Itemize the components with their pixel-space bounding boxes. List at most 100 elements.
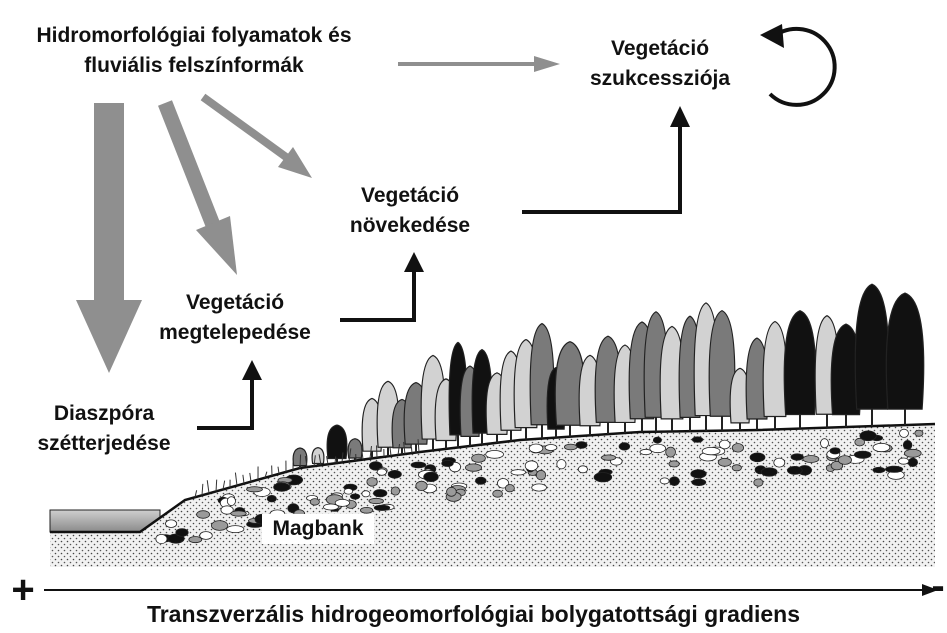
hydro-to-succession-arrow xyxy=(398,56,560,72)
pebble xyxy=(536,470,545,480)
pebble xyxy=(650,444,666,453)
pebble xyxy=(821,439,829,448)
hydro-to-dispersal-arrow xyxy=(76,103,142,373)
tree-crown xyxy=(855,284,888,409)
pebble xyxy=(493,490,503,497)
pebble xyxy=(227,497,235,506)
pebble xyxy=(860,431,876,441)
pebble xyxy=(908,458,918,466)
pebble xyxy=(335,499,349,506)
herb xyxy=(411,447,412,453)
cycle-icon xyxy=(760,24,835,105)
pebble xyxy=(176,529,188,537)
pebble xyxy=(360,507,372,513)
pebble xyxy=(197,511,210,519)
seedbank-label: Magbank xyxy=(262,514,374,544)
pebble xyxy=(211,521,227,531)
pebble xyxy=(388,470,401,478)
pebble xyxy=(350,494,359,499)
pebble xyxy=(803,456,819,463)
gradient-axis xyxy=(44,584,938,596)
pebble xyxy=(601,455,615,460)
pebble xyxy=(505,485,514,492)
pebble xyxy=(915,430,923,436)
pebble xyxy=(274,483,290,491)
pebble xyxy=(576,442,587,449)
pebble xyxy=(718,458,731,466)
pebble xyxy=(564,444,577,450)
pebble xyxy=(640,449,652,454)
pebble xyxy=(900,429,909,437)
establishment-label: Vegetáció megtelepedése xyxy=(150,288,320,348)
pebble xyxy=(885,466,902,472)
pebble xyxy=(791,454,803,460)
pebble xyxy=(465,464,481,471)
pebble xyxy=(692,479,706,486)
pebble xyxy=(702,447,720,454)
herb xyxy=(207,480,209,493)
pebble xyxy=(267,495,276,502)
growth-to-succession-arrow xyxy=(522,106,690,212)
pebble xyxy=(754,479,763,486)
pebble xyxy=(247,487,263,492)
pebble xyxy=(231,511,247,516)
dispersal-label: Diaszpóra szétterjedése xyxy=(24,399,184,459)
pebble xyxy=(692,437,702,443)
tree xyxy=(763,321,787,429)
pebble xyxy=(761,468,777,476)
tree-crown xyxy=(784,311,816,415)
pebble xyxy=(830,448,840,454)
hydro-processes-label: Hidromorfológiai folyamatok és fluviális… xyxy=(4,21,384,81)
herb xyxy=(202,484,203,495)
pebble xyxy=(377,469,386,475)
pebble xyxy=(732,465,741,471)
tree xyxy=(784,311,816,429)
pebble xyxy=(424,472,439,481)
pebble xyxy=(903,440,912,449)
hydro-to-growth-arrow xyxy=(203,97,312,178)
growth-label: Vegetáció növekedése xyxy=(330,181,490,241)
pebble xyxy=(529,444,543,453)
pebble xyxy=(166,520,177,528)
pebble xyxy=(525,461,538,471)
pebble xyxy=(472,454,486,462)
pebble xyxy=(411,462,426,468)
pebble xyxy=(619,443,630,450)
pebble xyxy=(898,458,908,464)
tree xyxy=(312,448,324,466)
tree xyxy=(886,293,923,425)
establishment-to-growth-arrow xyxy=(340,252,424,320)
pebble xyxy=(369,498,384,503)
herb xyxy=(243,475,244,484)
pebble xyxy=(873,443,890,451)
pebble xyxy=(486,451,504,459)
hydro-to-establishment-arrow xyxy=(165,103,237,275)
pebble xyxy=(873,467,885,472)
pebble xyxy=(838,456,851,465)
pebble xyxy=(362,491,370,497)
pebble xyxy=(532,484,547,491)
herb xyxy=(300,454,301,468)
pebble xyxy=(416,481,427,490)
pebble xyxy=(854,451,871,458)
pebble xyxy=(310,499,319,506)
pebble xyxy=(557,460,566,469)
pebble xyxy=(189,537,202,543)
pebble xyxy=(669,461,679,467)
tree-crown xyxy=(886,293,923,409)
pebble xyxy=(774,458,785,467)
herb xyxy=(250,473,251,482)
pebble xyxy=(447,487,457,496)
tree-crown xyxy=(312,448,324,464)
pebble xyxy=(476,477,487,484)
pebble xyxy=(545,445,557,451)
pebble xyxy=(156,534,167,543)
pebble xyxy=(666,447,676,457)
tree-crown xyxy=(327,425,347,458)
pebble xyxy=(750,453,765,462)
pebble xyxy=(578,466,587,473)
pebble xyxy=(787,466,802,474)
pebble xyxy=(511,470,526,475)
tree xyxy=(327,425,347,463)
